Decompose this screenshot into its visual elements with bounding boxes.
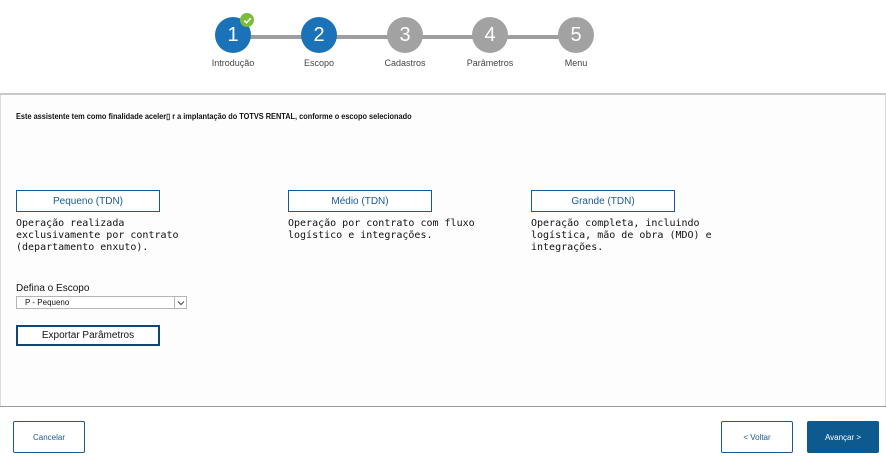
description-line: logística, mão de obra (MDO) e [531,230,712,241]
step-3[interactable]: 3 [387,17,423,53]
scope-label: Defina o Escopo [16,283,90,294]
option-pequeno-button[interactable]: Pequeno (TDN) [16,190,160,212]
step-connector [421,35,475,39]
scope-select[interactable]: P - Pequeno [16,296,187,309]
divider [0,93,886,95]
step-connector [250,35,304,39]
step-label-1: Introdução [211,58,255,68]
description-line: logístico e integrações. [288,230,433,241]
chevron-down-icon[interactable] [174,297,186,308]
step-4[interactable]: 4 [472,17,508,53]
description-line: (departamento enxuto). [16,242,149,253]
step-label-3: Cadastros [384,58,426,68]
wizard-stepper: 1 2 3 4 5 Introdução Escopo Cadastros Pa… [0,0,886,93]
option-pequeno-description: Operação realizada exclusivamente por co… [16,218,179,254]
back-button[interactable]: < Voltar [721,421,793,453]
step-number: 4 [484,23,496,46]
cancel-button[interactable]: Cancelar [13,421,85,453]
description-line: Operação realizada [16,218,125,229]
step-connector [507,35,561,39]
scope-selected-value: P - Pequeno [25,298,70,307]
check-icon [240,13,254,27]
export-parameters-button[interactable]: Exportar Parâmetros [16,325,160,346]
option-grande-description: Operação completa, incluindo logística, … [531,218,712,254]
step-5[interactable]: 5 [558,17,594,53]
step-number: 5 [570,23,582,46]
description-line: exclusivamente por contrato [16,230,179,241]
option-grande-button[interactable]: Grande (TDN) [531,190,675,212]
step-number: 1 [227,23,239,46]
scope-panel: Este assistente tem como finalidade acel… [0,95,886,407]
step-connector [336,35,390,39]
step-2[interactable]: 2 [301,17,337,53]
step-label-2: Escopo [303,58,335,68]
option-medio-description: Operação por contrato com fluxo logístic… [288,218,475,242]
step-label-4: Parâmetros [466,58,514,68]
step-label-5: Menu [564,58,588,68]
option-medio-button[interactable]: Médio (TDN) [288,190,432,212]
description-line: Operação completa, incluindo [531,218,700,229]
step-number: 2 [313,23,325,46]
intro-text: Este assistente tem como finalidade acel… [16,112,412,121]
divider [0,406,886,407]
description-line: integrações. [531,242,604,253]
step-number: 3 [399,23,411,46]
next-button[interactable]: Avançar > [807,421,879,453]
description-line: Operação por contrato com fluxo [288,218,475,229]
